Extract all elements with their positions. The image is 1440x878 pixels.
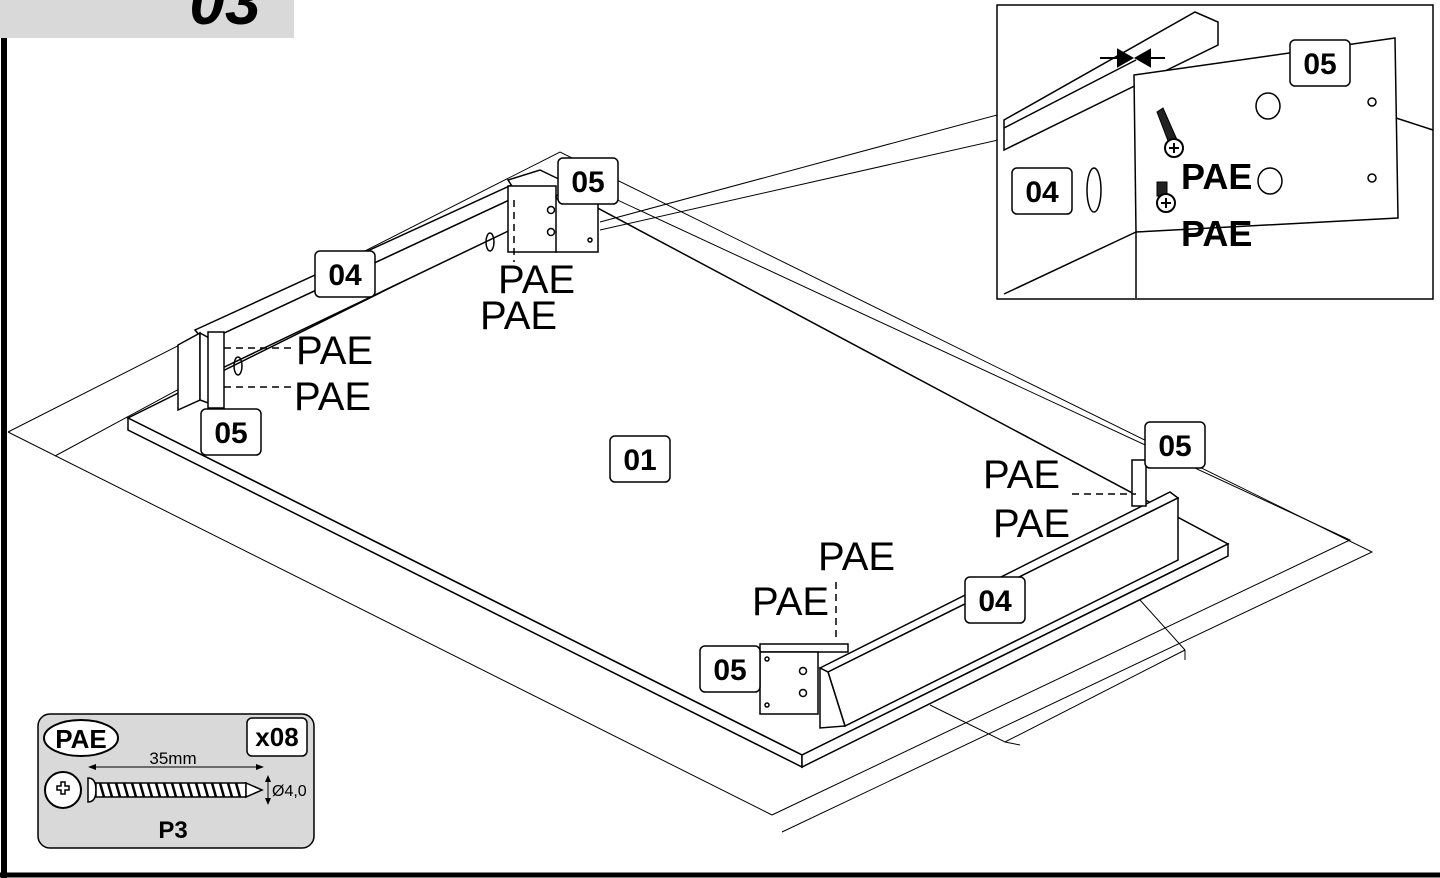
hardware-code: PAE xyxy=(55,724,107,754)
screw-label: PAE xyxy=(818,535,895,579)
screw-labels: PAE PAE PAE PAE PAE PAE PAE PAE PAE PAE xyxy=(294,156,1252,624)
badge-05-back: 05 xyxy=(557,157,619,205)
screw-icon xyxy=(87,777,264,803)
screw-label: PAE xyxy=(480,294,557,338)
screw-label: PAE xyxy=(294,375,371,419)
screw-label: PAE xyxy=(498,258,575,302)
step-number: 03 xyxy=(189,0,260,38)
badge-05-right: 05 xyxy=(1144,421,1206,469)
screw-label: PAE xyxy=(296,329,373,373)
screw-label: PAE xyxy=(752,580,829,624)
hardware-length: 35mm xyxy=(149,749,196,768)
badge-01-panel: 01 xyxy=(609,435,671,483)
hardware-part-number: P3 xyxy=(158,817,187,844)
bracket-05-front xyxy=(759,643,849,715)
svg-text:05: 05 xyxy=(571,166,604,199)
screw-label: PAE xyxy=(993,502,1070,546)
svg-text:04: 04 xyxy=(978,585,1012,618)
detail-screw-upper xyxy=(1156,107,1184,158)
screw-guides xyxy=(224,200,1136,640)
hardware-quantity: x08 xyxy=(255,722,298,752)
bracket-05-right xyxy=(1131,459,1147,507)
svg-text:04: 04 xyxy=(1025,176,1059,209)
badge-05-detail: 05 xyxy=(1289,39,1351,87)
hardware-diameter: Ø4,0 xyxy=(272,783,307,800)
step-header: 03 xyxy=(0,0,294,38)
badge-04-detail: 04 xyxy=(1011,167,1073,215)
badge-05-front: 05 xyxy=(699,645,761,693)
svg-text:05: 05 xyxy=(1303,48,1336,81)
detail-screw-label: PAE xyxy=(1181,213,1252,254)
hardware-legend: PAE x08 35mm Ø4,0 P3 xyxy=(37,713,315,849)
badge-05-left: 05 xyxy=(200,408,262,456)
detail-screw-label: PAE xyxy=(1181,156,1252,197)
screw-label: PAE xyxy=(983,453,1060,497)
detail-screw-lower xyxy=(1156,181,1176,213)
svg-text:05: 05 xyxy=(1158,430,1191,463)
svg-text:05: 05 xyxy=(713,654,746,687)
svg-text:04: 04 xyxy=(328,259,362,292)
detail-inset xyxy=(996,4,1434,300)
svg-text:01: 01 xyxy=(623,444,656,477)
bracket-05-left xyxy=(207,331,243,409)
detail-leader xyxy=(599,97,1061,231)
badge-04-front: 04 xyxy=(964,576,1026,624)
badge-04-back: 04 xyxy=(314,250,376,298)
svg-text:05: 05 xyxy=(214,417,247,450)
